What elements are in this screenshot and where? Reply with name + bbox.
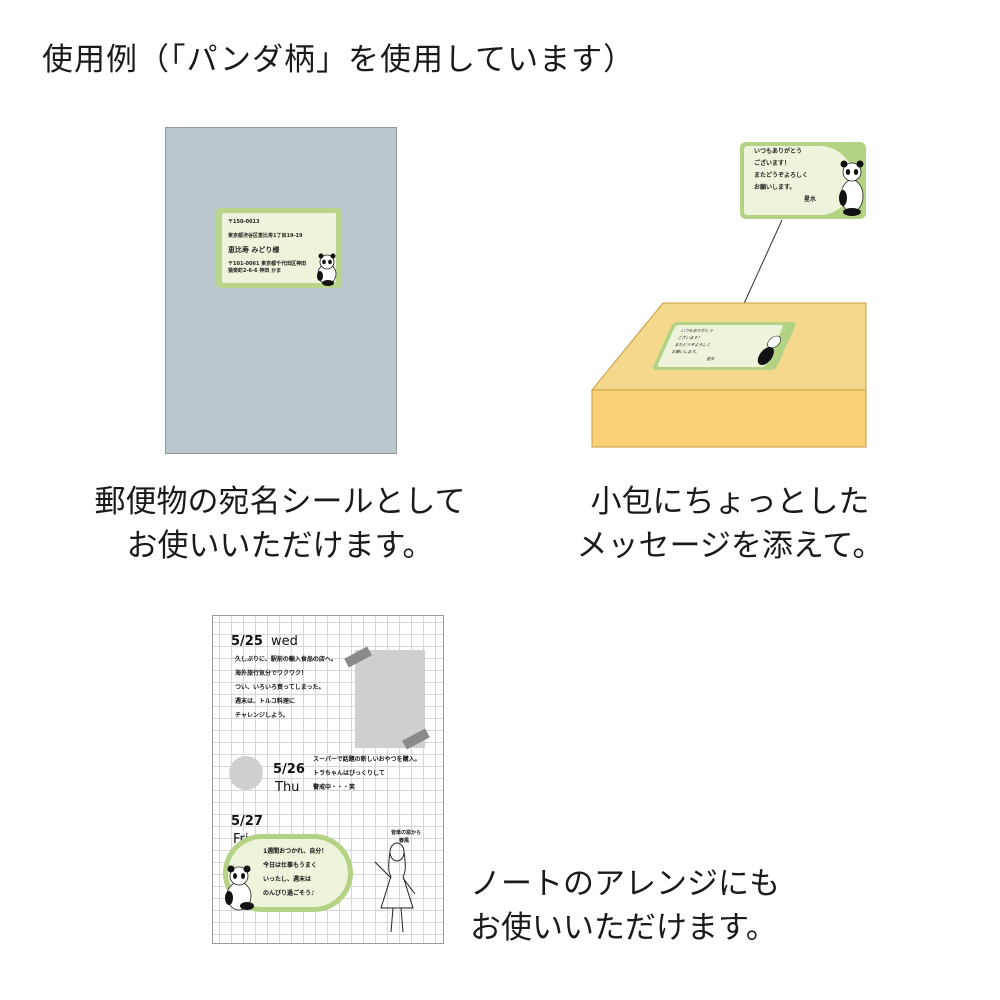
note-line: 警戒中・・・笑 xyxy=(313,784,356,791)
note-line: のんびり過ごそう♪ xyxy=(263,890,315,897)
tag-line: 星水 xyxy=(804,196,817,203)
tag-line: またどうぞよろしく xyxy=(754,172,809,179)
panda-icon xyxy=(839,160,864,216)
svg-text:いつもありがとう: いつもありがとう xyxy=(680,327,715,334)
note-line: いったし、週末は xyxy=(263,876,312,883)
envelope-illustration xyxy=(165,127,397,454)
note-line: 1週間おつかれ、自分！ xyxy=(263,848,328,855)
svg-text:星水: 星水 xyxy=(706,355,717,361)
envelope-caption: 郵便物の宛名シールとして お使いいただけます。 xyxy=(70,480,490,568)
note-line: 音楽の窓から xyxy=(391,830,422,836)
tag-line: ございます！ xyxy=(754,160,791,167)
tag-line: お願いします。 xyxy=(754,184,796,191)
address-label: 〒150-0013 東京都渋谷区恵比寿1丁目19-19 恵比寿 みどり様 〒10… xyxy=(216,208,342,288)
label-line: 〒101-0061 東京都千代田区神田 xyxy=(228,261,307,267)
note-line: チャレンジしよう。 xyxy=(235,712,289,719)
panda-icon xyxy=(225,865,254,911)
label-line: 東京都渋谷区恵比寿1丁目19-19 xyxy=(228,233,303,239)
label-line: 恵比寿 みどり様 xyxy=(228,246,280,254)
package-caption: 小包にちょっとした メッセージを添えて。 xyxy=(560,480,900,568)
caption-line: お使いいただけます。 xyxy=(126,528,434,564)
day-label: Thu xyxy=(275,780,300,795)
label-line: 〒150-0013 xyxy=(228,219,260,225)
caption-line: ノートのアレンジにも xyxy=(470,866,780,902)
note-line: トラちゃんはびっくりして xyxy=(313,770,385,777)
caption-line: 郵便物の宛名シールとして xyxy=(94,484,466,520)
page-title: 使用例（「パンダ柄」を使用しています） xyxy=(42,42,636,78)
date-label: 5/25 xyxy=(231,634,263,649)
note-line: スーパーで話題の新しいおやつを購入。 xyxy=(313,756,421,763)
caption-line: メッセージを添えて。 xyxy=(576,528,884,564)
note-line: 海外旅行気分でワクワク！ xyxy=(235,670,308,677)
day-label: wed xyxy=(271,634,298,649)
circle-sticker xyxy=(229,756,263,790)
svg-text:ございます！: ございます！ xyxy=(677,334,704,341)
message-tag: いつもありがとう ございます！ またどうぞよろしく お願いします。 星水 xyxy=(740,142,866,219)
note-line: 久しぶりに、駅前の輸入食品の店へ。 xyxy=(235,656,337,663)
note-line: つい、いろいろ買ってしまった。 xyxy=(235,684,325,691)
note-line: 春風 xyxy=(399,838,410,844)
panda-icon xyxy=(317,253,337,286)
caption-line: 小包にちょっとした xyxy=(590,484,870,520)
date-label: 5/26 xyxy=(273,762,305,777)
label-line: 猿楽町2-6-6 神田 かま xyxy=(228,268,282,274)
date-label: 5/27 xyxy=(231,814,263,829)
photo-placeholder xyxy=(355,650,425,748)
notebook-page: 5/25 wed 久しぶりに、駅前の輸入食品の店へ。 海外旅行気分でワクワク！ … xyxy=(212,615,444,944)
tag-line: いつもありがとう xyxy=(754,148,803,155)
note-line: 週末は、トルコ料理に xyxy=(235,698,295,705)
svg-text:お願いします。: お願いします。 xyxy=(670,348,701,355)
girl-drawing xyxy=(374,842,416,933)
notebook-caption: ノートのアレンジにも お使いいただけます。 xyxy=(470,862,800,950)
caption-line: お使いいただけます。 xyxy=(470,910,777,946)
svg-text:またどうぞよろしく: またどうぞよろしく xyxy=(673,341,712,348)
note-line: 今日は仕事もうまく xyxy=(263,862,317,869)
